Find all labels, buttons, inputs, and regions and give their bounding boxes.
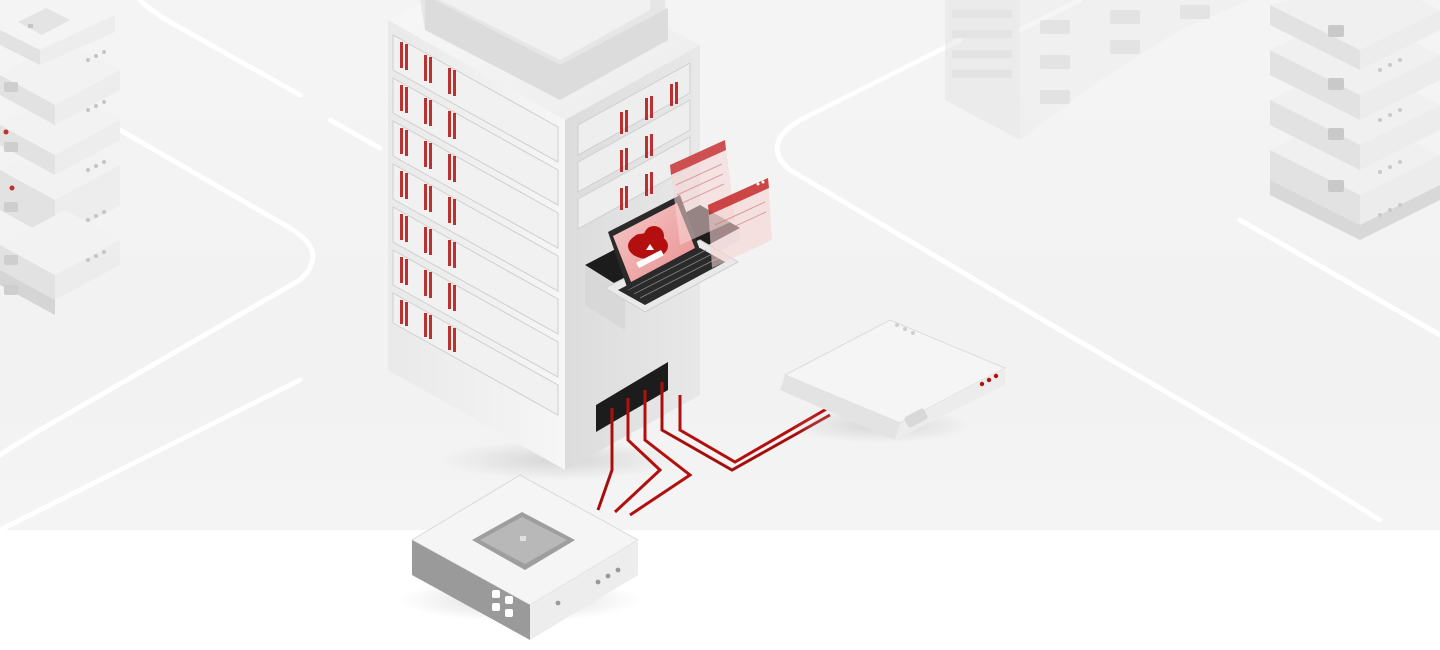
network-router-icon: [780, 319, 1007, 443]
port-panel: [596, 362, 668, 432]
floor-paths: [0, 0, 1440, 530]
floating-window-2: [708, 178, 772, 268]
left-server-stack-icon: [0, 0, 120, 315]
storage-hub-icon: [400, 474, 640, 640]
vent-lights-left: [400, 42, 456, 352]
right-server-stack-icon: [1270, 0, 1440, 240]
background-rack-icon: [945, 0, 1250, 140]
rack-slots-right: [577, 62, 691, 230]
rack-slots-left: [392, 34, 559, 416]
cloud-upload-icon: [628, 226, 668, 268]
vent-lights-right: [620, 82, 678, 210]
